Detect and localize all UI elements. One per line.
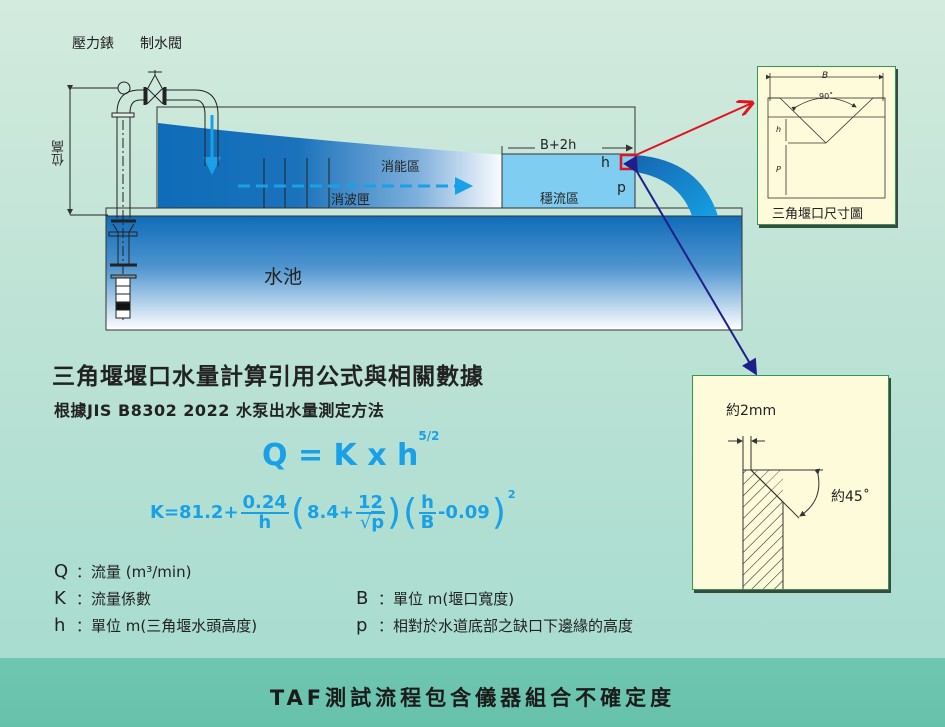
b-label: B <box>822 71 829 81</box>
stable-flow-zone-label: 穩流區 <box>540 192 580 207</box>
frac2-numerator: 12 <box>355 491 386 514</box>
formula-k: K=81.2+ 0.24 h ( 8.4+ 12 √p ) ( h B -0.0… <box>150 488 516 533</box>
legend-q: Q ：流量 (m³/min) <box>54 561 191 582</box>
formula-k-tail: -0.09 <box>437 502 490 523</box>
legend-p: p ：相對於水道底部之缺口下邊緣的高度 <box>356 615 633 636</box>
frac3-numerator: h <box>419 491 436 514</box>
p-dim-label: P <box>776 165 781 174</box>
sqrt-icon: √ <box>359 511 372 533</box>
fraction-0-24-over-h: 0.24 h <box>240 491 289 533</box>
weir-dimension-caption: 三角堰口尺寸圖 <box>772 207 864 222</box>
page-subtitle: 根據JIS B8302 2022 水泵出水量測定方法 <box>54 401 385 420</box>
legend-p-symbol: p <box>356 615 368 636</box>
h-dim-label: h <box>776 125 782 134</box>
control-valve-label: 制水閥 <box>140 36 182 52</box>
formula-q-exponent: 5/2 <box>418 429 440 443</box>
edge-detail-panel: 約2mm 約45˚ <box>692 375 889 590</box>
frac1-numerator: 0.24 <box>240 491 289 514</box>
bevel-angle-label: 約45˚ <box>831 489 870 505</box>
legend-h-desc: ：單位 m(三角堰水頭高度) <box>76 617 258 635</box>
legend-p-desc: ：相對於水道底部之缺口下邊緣的高度 <box>378 617 634 635</box>
legend-b-symbol: B <box>356 588 369 609</box>
page-title: 三角堰堰口水量計算引用公式與相關數據 <box>52 364 484 390</box>
legend-k: K ：流量係數 <box>54 588 151 609</box>
wave-damper-label: 消波匣 <box>331 193 371 208</box>
formula-k-exponent: 2 <box>507 488 516 501</box>
legend-k-desc: ：流量係數 <box>76 590 152 608</box>
thickness-label: 約2mm <box>726 403 777 419</box>
triangular-weir-drawing <box>766 73 886 199</box>
legend-q-desc: ：流量 (m³/min) <box>76 563 192 581</box>
paren-close: ) <box>387 492 402 533</box>
p-label: p <box>617 180 626 196</box>
pressure-gauge-label: 壓力錶 <box>72 36 114 52</box>
formula-q-body: Q = K x h <box>262 438 419 473</box>
formula-k-prefix: K=81.2+ <box>150 502 239 523</box>
legend-b: B ：單位 m(堰口寬度) <box>356 588 514 609</box>
footer-banner: TAF測試流程包含儀器組合不確定度 <box>0 658 945 727</box>
h-label: h <box>601 155 610 171</box>
paren-close-2: ) <box>491 492 506 533</box>
energy-dissipation-zone-label: 消能區 <box>381 160 421 175</box>
legend-k-symbol: K <box>54 588 66 609</box>
legend-h: h ：單位 m(三角堰水頭高度) <box>54 615 257 636</box>
edge-bevel-drawing <box>728 436 823 589</box>
paren-open: ( <box>290 492 305 533</box>
paren1-term: 8.4+ <box>307 502 354 523</box>
weir-dimension-panel: B 90˚ h P 三角堰口尺寸圖 <box>757 66 896 225</box>
pool <box>105 215 743 331</box>
footer-text: TAF測試流程包含儀器組合不確定度 <box>269 686 676 710</box>
paren-open-2: ( <box>403 492 418 533</box>
pool-label: 水池 <box>264 266 303 288</box>
frac2-denominator: p <box>371 510 385 533</box>
legend-h-symbol: h <box>54 615 66 636</box>
fraction-12-over-sqrt-p: 12 √p <box>355 491 386 533</box>
legend-q-symbol: Q <box>54 561 69 582</box>
frac1-denominator: h <box>258 511 272 533</box>
head-height-label: 位高 <box>52 140 67 166</box>
formula-q: Q = K x h5/2 <box>262 429 439 473</box>
width-dimension-label: B+2h <box>540 138 577 153</box>
frac3-denominator: B <box>420 511 435 533</box>
legend-b-desc: ：單位 m(堰口寬度) <box>378 590 515 608</box>
angle-label: 90˚ <box>819 92 834 101</box>
fraction-h-over-b: h B <box>419 491 436 533</box>
